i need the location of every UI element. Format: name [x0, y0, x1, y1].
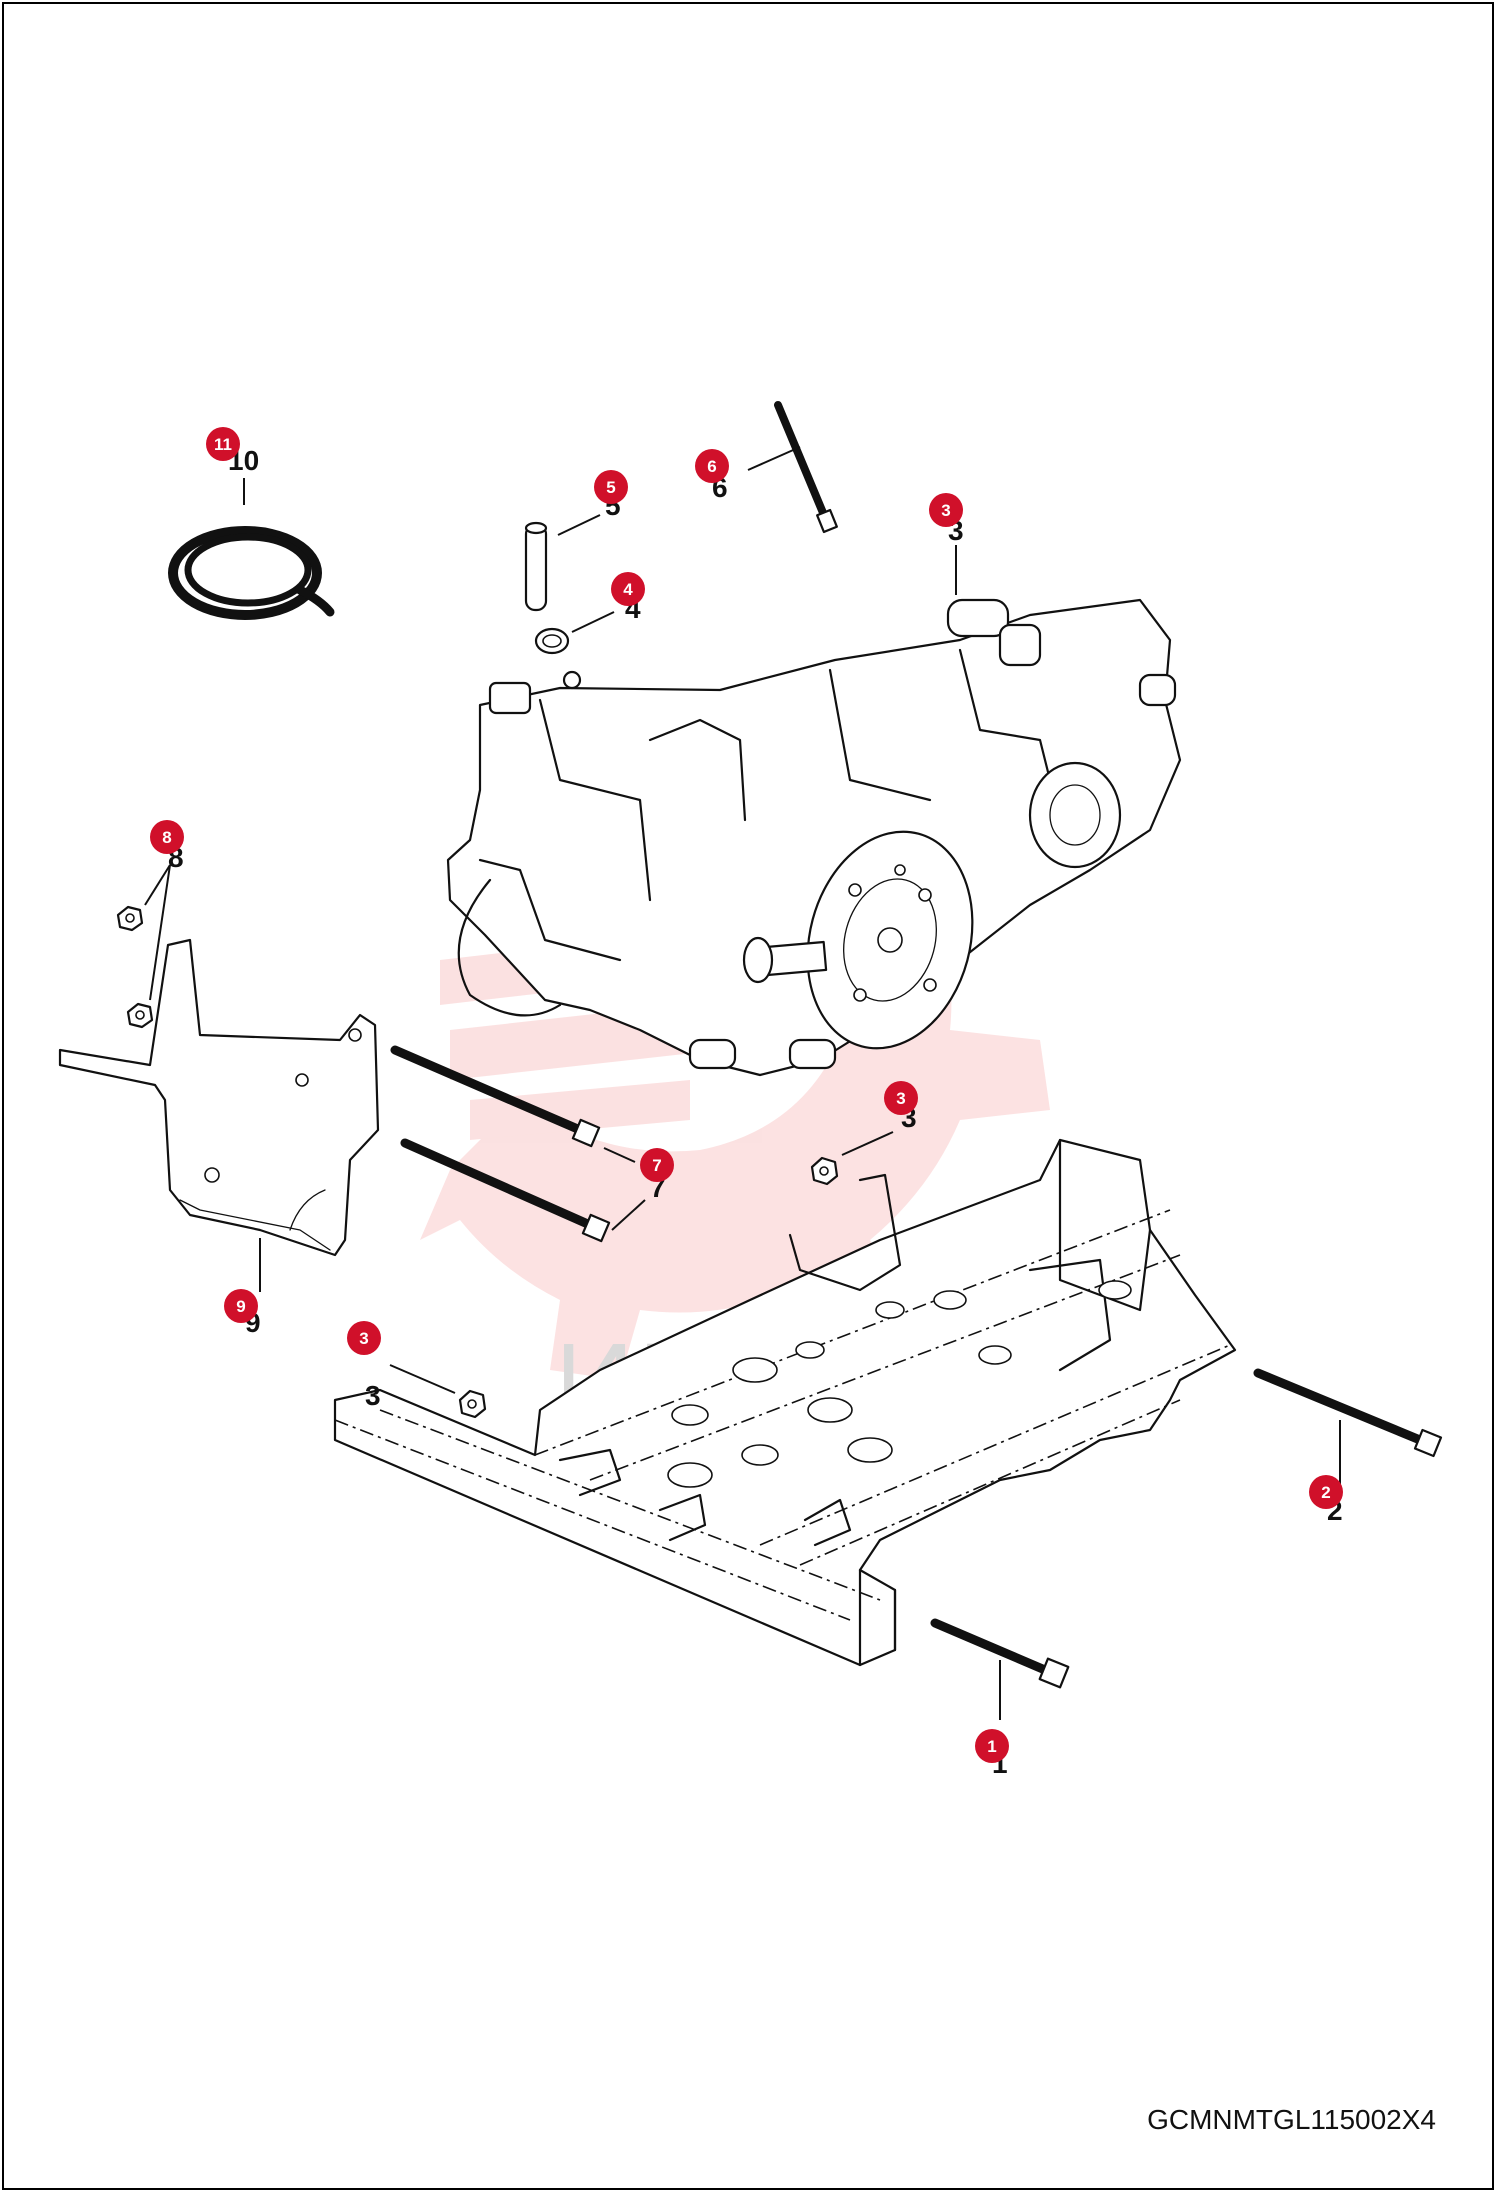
part-3-nut-lower — [458, 1389, 487, 1419]
leader-8a — [603, 1147, 636, 1163]
svg-text:2: 2 — [1321, 1483, 1330, 1502]
part-8-bolt-lower — [400, 1138, 611, 1243]
callout-badge-1[interactable]: 1 — [975, 1729, 1009, 1763]
callout-badge-11[interactable]: 11 — [206, 427, 240, 461]
leader-9a — [144, 864, 171, 906]
part-4-transmission — [446, 598, 1182, 1077]
part-1-bolt — [930, 1618, 1070, 1689]
leader-7 — [747, 446, 801, 471]
part-label-3-lower: 3 — [365, 1380, 381, 1411]
svg-text:3: 3 — [941, 501, 950, 520]
callout-badge-8[interactable]: 7 — [640, 1148, 674, 1182]
leader-3b — [389, 1364, 456, 1394]
callout-badge-6[interactable]: 5 — [594, 470, 628, 504]
part-9-nut-upper — [116, 905, 144, 932]
part-5-ring — [534, 627, 570, 655]
callout-badge-7[interactable]: 6 — [695, 449, 729, 483]
callout-badge-9[interactable]: 8 — [150, 820, 184, 854]
svg-text:1: 1 — [987, 1737, 996, 1756]
part-8-bolt-upper — [390, 1045, 601, 1148]
callout-badge-3-lower[interactable]: 3 — [347, 1321, 381, 1355]
callout-badge-10[interactable]: 9 — [224, 1289, 258, 1323]
part-9-nut-lower — [126, 1002, 154, 1029]
part-10-bracket — [58, 938, 380, 1257]
svg-text:5: 5 — [606, 478, 615, 497]
svg-text:8: 8 — [162, 828, 171, 847]
leader-5 — [571, 611, 615, 633]
part-11-hose-coil — [168, 526, 335, 620]
svg-text:9: 9 — [236, 1297, 245, 1316]
callout-badge-2[interactable]: 2 — [1309, 1475, 1343, 1509]
svg-text:7: 7 — [652, 1156, 661, 1175]
leader-3a — [841, 1131, 894, 1156]
svg-text:4: 4 — [623, 580, 633, 599]
chassis-frame — [333, 1138, 1237, 1667]
part-2-bolt — [1253, 1368, 1443, 1458]
leader-8b — [611, 1199, 646, 1231]
drawing-code: GCMNMTGL115002X4 — [1147, 2104, 1436, 2135]
leader-9b — [149, 864, 171, 1001]
callout-badge-4[interactable]: 3 — [929, 493, 963, 527]
callout-badge-5[interactable]: 4 — [611, 572, 645, 606]
svg-text:3: 3 — [359, 1329, 368, 1348]
callout-badge-3-upper[interactable]: 3 — [884, 1081, 918, 1115]
svg-text:11: 11 — [214, 435, 232, 454]
leader-6 — [557, 514, 601, 536]
part-7-rod — [774, 401, 838, 534]
part-6-pin — [524, 521, 548, 612]
svg-text:3: 3 — [896, 1089, 905, 1108]
part-3-nut-upper — [810, 1156, 839, 1186]
svg-text:6: 6 — [707, 457, 716, 476]
